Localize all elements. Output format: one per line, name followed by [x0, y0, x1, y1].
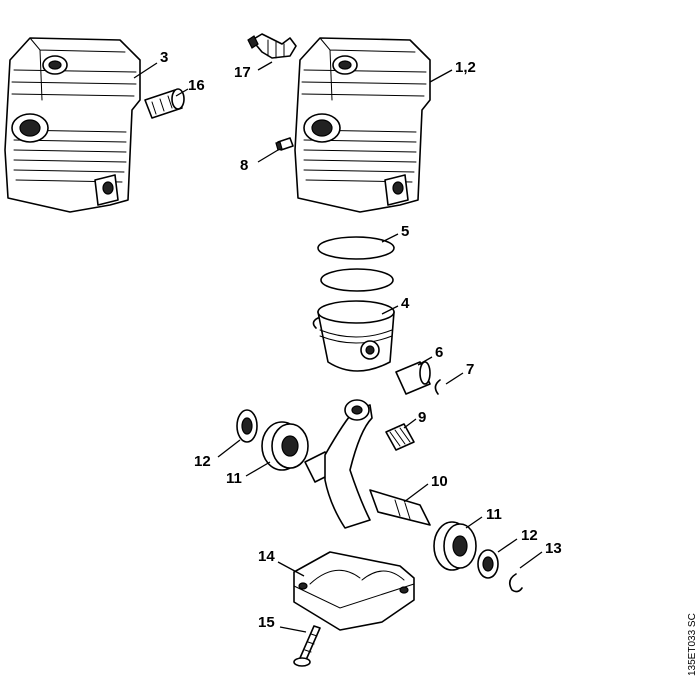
callout-3: 3	[160, 49, 168, 66]
callout-13: 13	[545, 540, 562, 557]
screw	[293, 625, 321, 667]
callout-12-left: 12	[194, 453, 211, 470]
callout-12-right: 12	[521, 527, 538, 544]
piston-rings	[317, 236, 395, 292]
callout-9: 9	[418, 409, 426, 426]
decompression-valve	[144, 88, 185, 119]
needle-bearing	[385, 423, 415, 451]
cylinder-left	[4, 37, 141, 213]
cylinder-right	[294, 37, 431, 213]
crankcase-half	[293, 551, 415, 631]
callout-16: 16	[188, 77, 205, 94]
callout-11-right: 11	[486, 506, 502, 523]
small-valve	[275, 137, 294, 151]
callout-5: 5	[401, 223, 409, 240]
piston	[312, 300, 395, 372]
oil-seal-right	[477, 549, 499, 579]
ball-bearing-left	[261, 421, 309, 471]
callout-10: 10	[431, 473, 448, 490]
piston-pin	[395, 361, 441, 395]
callout-1-2: 1,2	[455, 59, 476, 76]
crankshaft	[304, 399, 431, 529]
callout-11-left: 11	[226, 470, 242, 487]
callout-6: 6	[435, 344, 443, 361]
spark-plug	[247, 33, 297, 59]
leader-lines	[133, 61, 543, 633]
circlip	[508, 573, 523, 593]
callout-8: 8	[240, 157, 248, 174]
callout-17: 17	[234, 64, 251, 81]
reference-code: 135ET033 SC	[687, 613, 698, 676]
oil-seal-left	[236, 409, 258, 443]
callout-14: 14	[258, 548, 275, 565]
ball-bearing-right	[433, 521, 477, 571]
callout-15: 15	[258, 614, 275, 631]
callout-7: 7	[466, 361, 474, 378]
callout-4: 4	[401, 295, 410, 312]
